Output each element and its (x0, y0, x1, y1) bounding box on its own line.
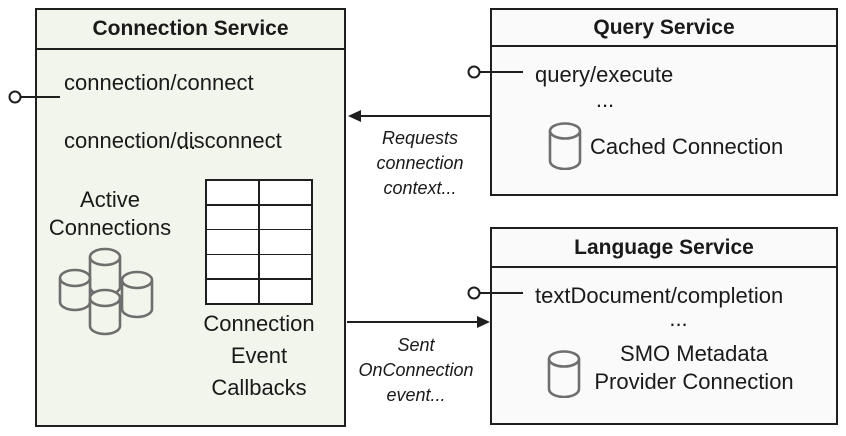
callback-table-cell (207, 255, 259, 279)
arrow-icon (347, 316, 490, 328)
database-icon (548, 122, 582, 170)
callback-table-cell (207, 205, 259, 229)
connection-method-disconnect: connection/disconnect (64, 128, 282, 153)
query-service-title: Query Service (492, 10, 836, 47)
database-icon (547, 350, 581, 398)
language-service-box: Language Service textDocument/completion… (490, 227, 838, 425)
requests-connection-context-label: Requests connection context... (376, 128, 464, 198)
callback-table (205, 179, 313, 305)
callback-table-cell (259, 230, 311, 254)
callback-table-cell (259, 181, 311, 205)
cached-connection-label: Cached Connection (590, 134, 784, 159)
query-method-execute: query/execute (535, 62, 674, 87)
arrow-icon (348, 110, 490, 122)
smo-metadata-provider-connection-label: SMO Metadata Provider Connection (594, 341, 794, 394)
connection-event-callbacks-label: Connection Event Callbacks (203, 311, 315, 400)
callback-table-cell (259, 205, 311, 229)
connection-methods: connection/connect connection/disconnect (64, 68, 282, 155)
database-cluster-icon (58, 247, 154, 336)
callback-table-cell (207, 279, 259, 303)
language-service-title: Language Service (492, 229, 836, 268)
callback-table-cell (259, 255, 311, 279)
callback-table-cell (207, 230, 259, 254)
callback-table-cell (207, 181, 259, 205)
query-service-box: Query Service query/execute ... Cached C… (490, 8, 838, 196)
connection-method-connect: connection/connect (64, 70, 254, 95)
connection-methods-ellipsis: ... (177, 129, 197, 154)
language-methods-ellipsis: ... (669, 306, 688, 331)
callback-table-cell (259, 279, 311, 303)
active-connections-label: Active Connections (48, 187, 172, 240)
language-method-completion: textDocument/completion (535, 283, 784, 308)
sent-onconnection-event-label: Sent OnConnection event... (358, 335, 474, 405)
connection-service-box: Connection Service connection/connect co… (35, 8, 346, 427)
query-methods-ellipsis: ... (595, 87, 615, 112)
connection-service-title: Connection Service (37, 10, 344, 50)
